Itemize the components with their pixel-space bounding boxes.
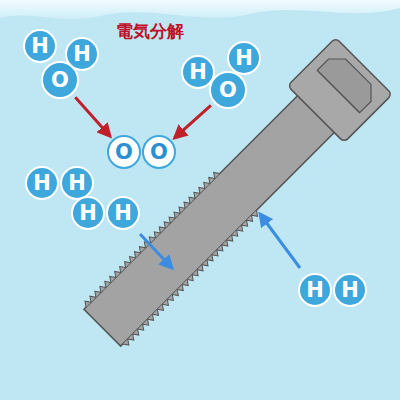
thread-tooth [177, 205, 185, 213]
atom-circle: H [333, 273, 367, 307]
thread-tooth [177, 285, 185, 293]
atom-circle: O [209, 71, 247, 109]
thread-tooth [133, 329, 141, 337]
atom-symbol: H [306, 280, 324, 301]
atom-symbol: H [68, 173, 86, 194]
thread-tooth [107, 274, 115, 282]
atom-circle: H [25, 166, 59, 200]
thread-tooth [211, 170, 219, 178]
thread-tooth [172, 210, 180, 218]
water-surface [0, 0, 400, 19]
atom-circle: H [23, 29, 57, 63]
thread-tooth [201, 180, 209, 188]
atom-circle: H [227, 41, 261, 75]
thread-tooth [132, 249, 140, 257]
atom-circle: H [65, 37, 99, 71]
thread-tooth [197, 265, 205, 273]
thread-tooth [162, 299, 170, 307]
atom-circle: H [298, 273, 332, 307]
thread-tooth [196, 185, 204, 193]
thread-tooth [172, 290, 180, 298]
bolt [74, 38, 392, 356]
thread-tooth [212, 250, 220, 258]
bolt-socket-edge [317, 70, 359, 112]
thread-tooth [182, 280, 190, 288]
thread-tooth [157, 304, 165, 312]
atom-symbol: H [235, 48, 253, 69]
thread-tooth [252, 210, 260, 218]
thread-tooth [152, 229, 160, 237]
thread-tooth [97, 284, 105, 292]
thread-tooth [247, 215, 255, 223]
thread-tooth [148, 314, 156, 322]
atom-symbol: O [51, 70, 69, 91]
thread-tooth [232, 230, 240, 238]
thread-tooth [112, 269, 120, 277]
atom-symbol: H [73, 44, 91, 65]
bolt-socket [317, 51, 379, 113]
thread-tooth [242, 220, 250, 228]
thread-tooth [123, 339, 131, 347]
hydrogen-arrow [140, 234, 172, 268]
oxygen-molecule-atom: O [142, 135, 176, 169]
bolt-head [288, 38, 393, 143]
thread-tooth [227, 235, 235, 243]
atom-circle: H [71, 196, 105, 230]
atom-symbol: O [150, 142, 168, 163]
reaction-arrow [75, 97, 110, 136]
atom-symbol: O [115, 142, 133, 163]
atom-symbol: H [79, 203, 97, 224]
atom-circle: H [60, 166, 94, 200]
thread-tooth [143, 319, 151, 327]
thread-tooth [153, 309, 161, 317]
thread-tooth [138, 324, 146, 332]
atom-symbol: H [189, 62, 207, 83]
thread-tooth [167, 294, 175, 302]
atom-symbol: H [31, 36, 49, 57]
thread-tooth [83, 299, 91, 307]
thread-tooth [186, 195, 194, 203]
thread-tooth [137, 244, 145, 252]
thread-tooth [207, 255, 215, 263]
thread-tooth [192, 270, 200, 278]
thread-tooth [206, 175, 214, 183]
atom-symbol: H [114, 203, 132, 224]
atom-symbol: O [219, 80, 237, 101]
atom-circle: H [106, 196, 140, 230]
thread-tooth [162, 220, 170, 228]
thread-tooth [128, 334, 136, 342]
bolt-threads [83, 170, 260, 347]
thread-tooth [127, 254, 135, 262]
thread-tooth [92, 289, 100, 297]
diagram-title: 電気分解 [116, 20, 184, 43]
thread-tooth [222, 240, 230, 248]
thread-tooth [202, 260, 210, 268]
hydrogen-arrow [260, 214, 300, 268]
thread-tooth [191, 190, 199, 198]
thread-tooth [182, 200, 190, 208]
reaction-arrow [175, 105, 211, 138]
thread-tooth [187, 275, 195, 283]
thread-tooth [217, 245, 225, 253]
thread-tooth [122, 259, 130, 267]
atom-symbol: H [341, 280, 359, 301]
thread-tooth [117, 264, 125, 272]
bolt-shaft [84, 92, 338, 346]
atom-symbol: H [33, 173, 51, 194]
thread-tooth [167, 215, 175, 223]
thread-tooth [157, 224, 165, 232]
thread-tooth [87, 294, 95, 302]
thread-tooth [237, 225, 245, 233]
oxygen-molecule-atom: O [107, 135, 141, 169]
thread-tooth [102, 279, 110, 287]
